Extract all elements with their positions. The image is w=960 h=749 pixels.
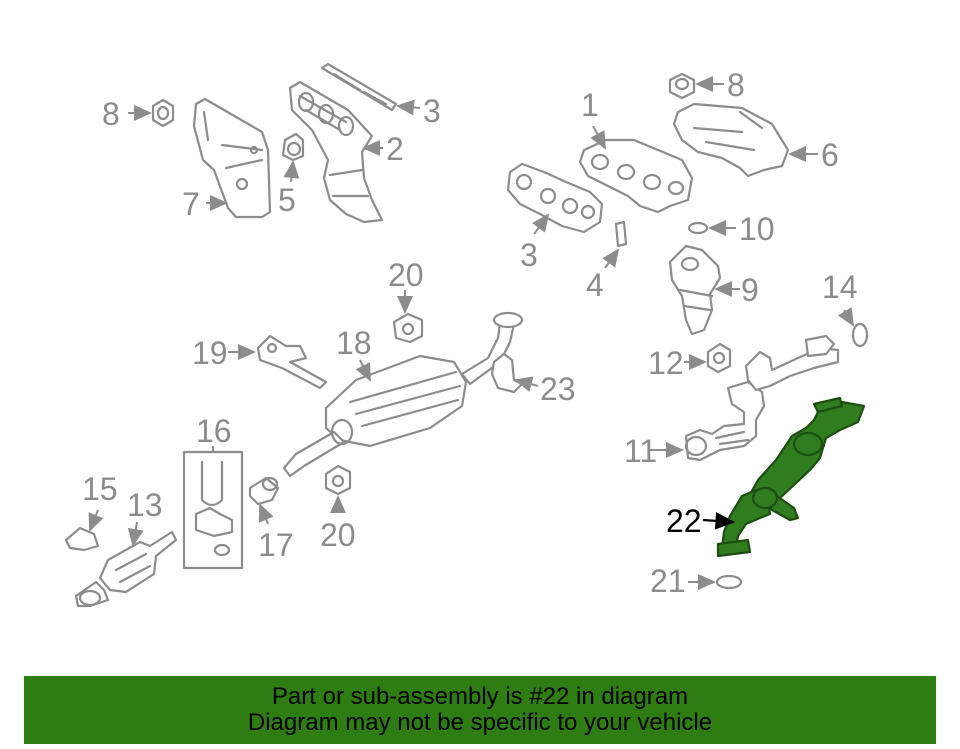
callout-5: 5 — [278, 182, 296, 218]
callout-10: 10 — [739, 211, 775, 247]
part-15-clip — [64, 526, 100, 552]
part-11-front-pipe — [684, 334, 840, 462]
callout-3-lower: 3 — [520, 237, 538, 273]
callout-9: 9 — [741, 272, 759, 308]
banner-line-2: Diagram may not be specific to your vehi… — [247, 709, 713, 736]
callout-22: 22 — [666, 503, 702, 539]
callout-11: 11 — [624, 433, 657, 469]
part-10-ring — [687, 221, 709, 235]
callout-7: 7 — [182, 186, 200, 222]
part-20-hanger-lower — [324, 464, 352, 496]
part-23-bracket — [490, 352, 524, 394]
part-8-nut-right — [668, 72, 696, 100]
callout-19: 19 — [192, 335, 228, 371]
part-12-gasket — [706, 342, 732, 374]
part-14-ring — [851, 322, 869, 348]
callout-18: 18 — [336, 325, 372, 361]
part-7-heat-shield — [192, 97, 272, 219]
callout-13: 13 — [127, 487, 163, 523]
part-8-nut-left — [151, 98, 175, 128]
callout-20-upper: 20 — [388, 257, 424, 293]
part-6-heat-shield-right — [672, 102, 790, 178]
part-20-hanger-upper — [392, 312, 424, 344]
part-3-gasket-right — [506, 162, 604, 234]
callout-16: 16 — [196, 413, 232, 449]
callout-12: 12 — [648, 345, 684, 381]
callout-14: 14 — [822, 269, 858, 305]
callout-1: 1 — [581, 87, 599, 123]
callout-8-right: 8 — [727, 67, 745, 103]
part-2-exhaust-manifold-left — [288, 80, 384, 224]
part-9-catalytic-converter — [668, 244, 722, 336]
callout-21: 21 — [650, 563, 686, 599]
callout-4: 4 — [586, 267, 604, 303]
part-21-gasket — [715, 574, 743, 590]
part-17-clamp-sleeve — [248, 476, 280, 506]
callout-23: 23 — [540, 371, 576, 407]
callout-20-lower: 20 — [320, 517, 356, 553]
banner-line-1: Part or sub-assembly is #22 in diagram — [271, 683, 689, 710]
part-1-exhaust-manifold-right — [578, 138, 694, 214]
callout-6: 6 — [821, 137, 839, 173]
part-5-grommet — [281, 132, 305, 162]
callout-2: 2 — [386, 131, 404, 167]
callout-3-upper: 3 — [423, 93, 441, 129]
part-22-muffler-assembly-highlighted[interactable] — [716, 396, 866, 558]
part-3-gasket-left — [320, 62, 398, 112]
callout-15: 15 — [82, 471, 118, 507]
callout-17: 17 — [258, 527, 294, 563]
part-19-bracket — [256, 334, 328, 390]
part-16-clamp-kit — [182, 450, 244, 570]
callout-8-left: 8 — [102, 96, 120, 132]
part-4-stud — [614, 220, 628, 248]
part-13-front-catalytic-pipe — [74, 530, 178, 608]
part-notice-banner: Part or sub-assembly is #22 in diagram D… — [24, 676, 936, 744]
